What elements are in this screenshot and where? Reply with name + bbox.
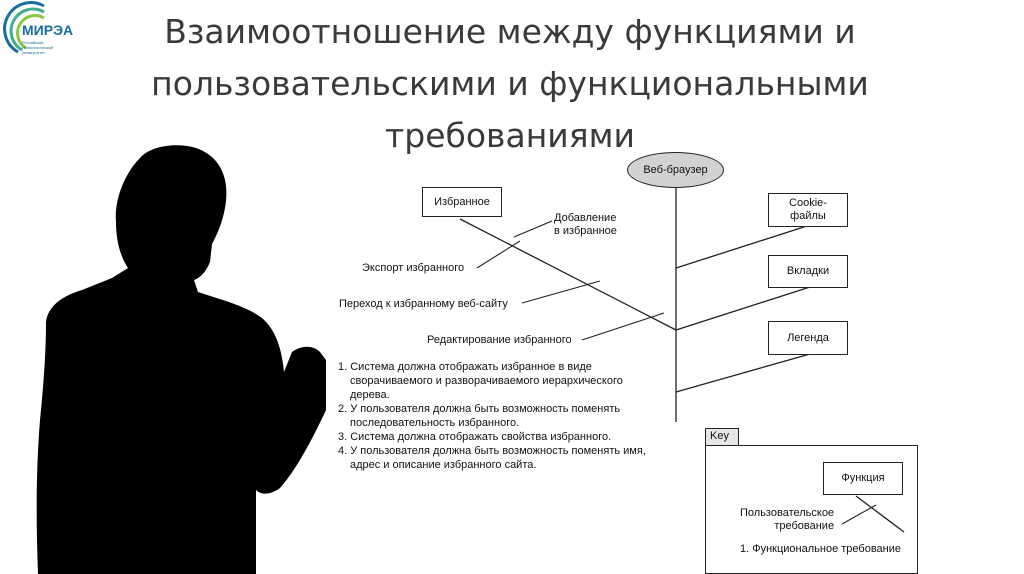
feature-box-tabs: Вкладки xyxy=(768,255,848,288)
user-req-edit-favorites: Редактирование избранного xyxy=(427,334,572,346)
person-silhouette xyxy=(36,145,327,574)
title-line-1: Взаимоотношение между функциями и xyxy=(164,12,856,51)
mirea-logo: МИРЭА Российский технологический универс… xyxy=(0,0,110,70)
key-user-requirement: Пользовательское требование xyxy=(740,507,835,532)
feature-box-legend: Легенда xyxy=(768,321,848,355)
user-req-export-favorites: Экспорт избранного xyxy=(362,262,465,274)
functional-req-item: 3. Система должна отображать свойства из… xyxy=(338,431,612,443)
user-req-add-favorite: Добавление в избранное xyxy=(554,212,617,237)
feature-box-favorites: Избранное xyxy=(422,187,502,217)
key-feature-box: Функция xyxy=(823,462,903,495)
logo-name: МИРЭА xyxy=(22,22,74,38)
functional-requirements-list: 1. Система должна отображать избранное в… xyxy=(338,360,658,472)
key-functional-requirement: 1. Функциональное требование xyxy=(740,543,901,555)
key-title: Key xyxy=(705,428,739,445)
feature-box-cookies: Cookie- файлы xyxy=(768,193,848,227)
root-node-web-browser: Веб-браузер xyxy=(627,152,724,188)
functional-req-item: 1. Система должна отображать избранное в… xyxy=(338,361,623,401)
title-line-3: требованиями xyxy=(385,116,635,155)
slide-title: Взаимоотношение между функциями и пользо… xyxy=(150,6,870,162)
title-line-2: пользовательскими и функциональными xyxy=(151,64,869,103)
functional-req-item: 4. У пользователя должна быть возможност… xyxy=(338,445,646,471)
logo-subtitle: Российский технологический университет xyxy=(22,40,54,55)
user-req-go-to-favorite: Переход к избранному веб-сайту xyxy=(339,298,508,310)
logo-arcs-icon xyxy=(3,1,45,54)
functional-req-item: 2. У пользователя должна быть возможност… xyxy=(338,403,621,429)
